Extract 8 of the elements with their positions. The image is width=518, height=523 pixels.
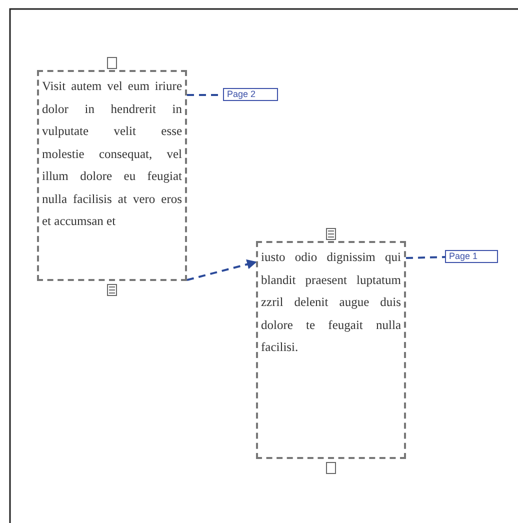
body-text: iusto odio dignissim qui blandit praesent luptatum zzril delenit augue duis dolore te feugait nulla facilisi. — [261, 249, 401, 356]
page-tag: Page 1 — [445, 250, 498, 263]
body-text: Visit autem vel eum iriure dolor in hendrerit in vulputate velit esse molestie consequat, vel illum dolore eu feugiat nulla facilisis at vero eros et accumsan et — [42, 78, 182, 230]
link-line — [406, 256, 446, 259]
text-frame — [256, 241, 406, 459]
text-frame — [37, 70, 187, 281]
link-arrow — [186, 259, 257, 281]
page-tag: Page 2 — [223, 88, 278, 101]
